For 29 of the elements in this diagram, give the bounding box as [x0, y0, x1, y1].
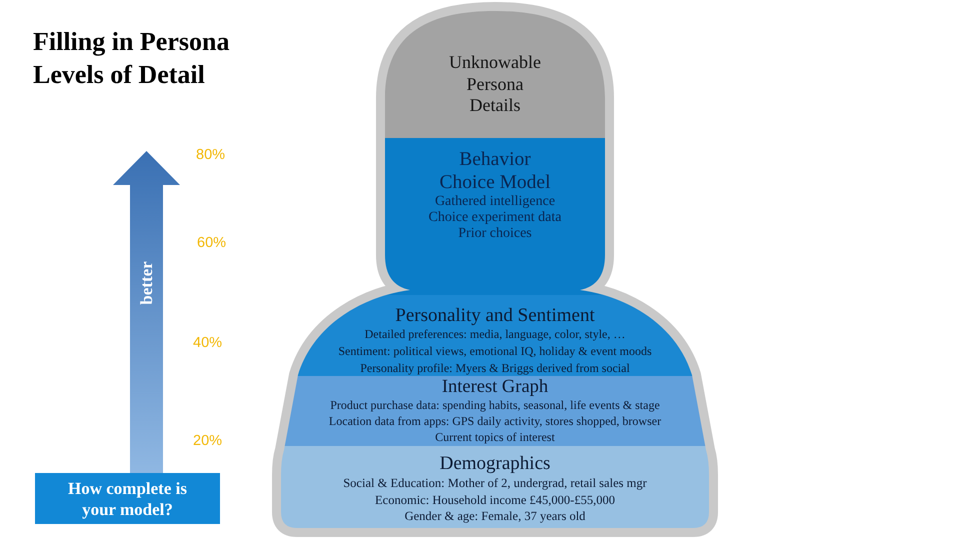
percent-label: 20% — [193, 432, 222, 450]
percent-label: 80% — [196, 146, 226, 164]
band-detail: Prior choices — [458, 226, 532, 242]
band-heading: Behavior Choice Model — [438, 148, 552, 194]
band-detail: Location data from apps: GPS daily activity, stores shopped, browser — [328, 413, 662, 429]
band-detail: Personality profile: Myers & Briggs derived from social — [360, 360, 630, 377]
question-box: How complete is your model? — [35, 473, 220, 524]
band-heading: Personality and Sentiment — [395, 306, 595, 326]
silhouette-band — [385, 11, 605, 138]
silhouette-band — [281, 446, 709, 528]
silhouette-band — [284, 376, 706, 446]
percent-label: 60% — [197, 234, 226, 252]
band-heading: Interest Graph — [442, 377, 548, 397]
band-detail: Current topics of interest — [435, 429, 555, 445]
band-detail: Detailed preferences: media, language, color, style, … — [364, 326, 626, 343]
band-detail: Choice experiment data — [428, 210, 562, 226]
band-detail: Gender & age: Female, 37 years old — [404, 508, 586, 524]
band-heading: Demographics — [440, 453, 550, 475]
silhouette-band — [297, 295, 693, 376]
arrow-label: better — [138, 261, 156, 305]
silhouette-band — [385, 138, 605, 295]
band-heading: Unknowable Persona Details — [448, 52, 542, 116]
diagram-title: Filling in Persona Levels of Detail — [33, 26, 230, 91]
band-detail: Economic: Household income £45,000-£55,000 — [375, 492, 615, 508]
band-detail: Sentiment: political views, emotional IQ, holiday & event moods — [338, 343, 652, 360]
band-detail: Social & Education: Mother of 2, undergrad, retail sales mgr — [343, 475, 647, 492]
band-detail: Gathered intelligence — [434, 194, 556, 210]
percent-label: 40% — [193, 334, 222, 352]
band-detail: Product purchase data: spending habits, seasonal, life events & stage — [330, 397, 660, 413]
